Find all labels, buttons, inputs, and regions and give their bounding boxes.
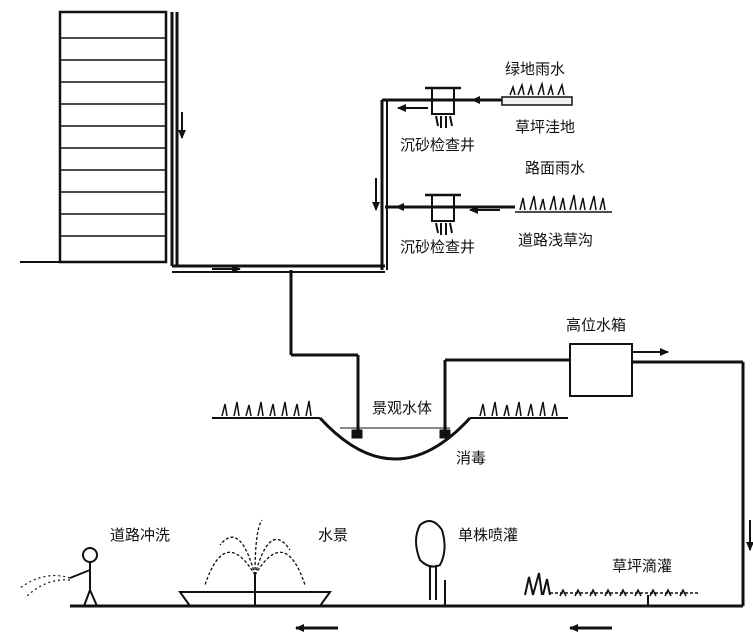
road-swale-grass bbox=[515, 194, 612, 213]
label-sand-well-2: 沉砂检查井 bbox=[400, 238, 475, 256]
road-flush-person bbox=[19, 547, 98, 607]
label-road-flush: 道路冲洗 bbox=[110, 526, 170, 544]
collection-pipe bbox=[172, 100, 388, 273]
landscape-pond bbox=[212, 400, 568, 461]
label-landscape-water: 景观水体 bbox=[372, 399, 432, 417]
single-tree-spray bbox=[415, 520, 446, 606]
lawn-depression-grass bbox=[501, 81, 573, 106]
label-water-feature: 水景 bbox=[318, 526, 348, 544]
lawn-drip bbox=[524, 572, 700, 606]
label-green-rain: 绿地雨水 bbox=[505, 60, 565, 78]
label-road-rain: 路面雨水 bbox=[525, 159, 585, 177]
pipe-to-pond bbox=[289, 270, 360, 432]
pipe-to-tank bbox=[443, 358, 570, 435]
sand-well-1 bbox=[425, 86, 461, 128]
label-high-tank: 高位水箱 bbox=[566, 316, 626, 334]
label-road-swale: 道路浅草沟 bbox=[518, 231, 593, 249]
label-tree-spray: 单株喷灌 bbox=[458, 526, 518, 544]
label-lawn-drip: 草坪滴灌 bbox=[612, 557, 672, 575]
pipe-tank-to-irrigation bbox=[70, 360, 745, 608]
building bbox=[20, 10, 168, 264]
sand-well-2 bbox=[425, 193, 461, 235]
fountain bbox=[178, 519, 332, 607]
downpipe bbox=[170, 12, 179, 266]
label-sand-well-1: 沉砂检查井 bbox=[400, 136, 475, 154]
label-lawn-depression: 草坪洼地 bbox=[515, 118, 575, 136]
label-disinfect: 消毒 bbox=[456, 449, 486, 467]
high-tank bbox=[569, 343, 633, 397]
